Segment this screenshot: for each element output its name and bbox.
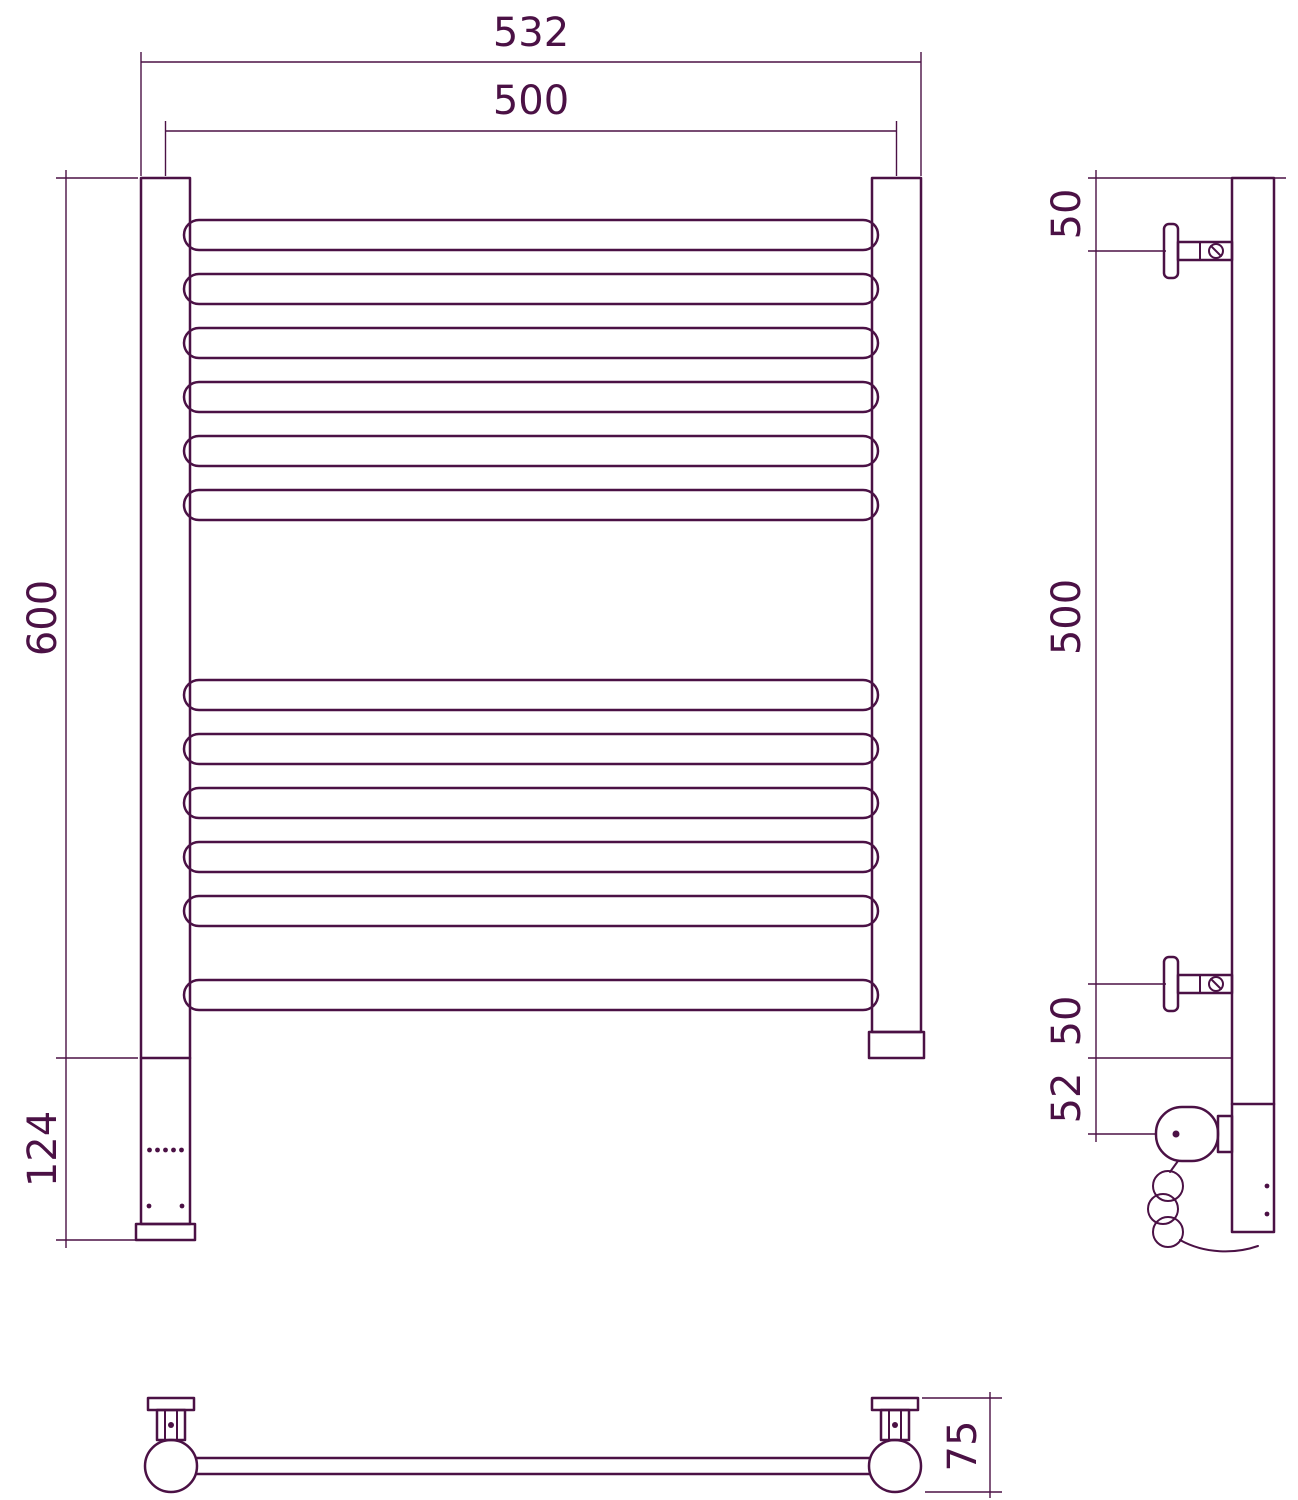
housing-screw-dot	[1264, 1211, 1270, 1217]
power-cord-coil	[1147, 1160, 1259, 1253]
wall-bracket-bottom	[1162, 955, 1234, 1013]
rungs	[182, 218, 880, 1012]
cord-loop	[1152, 1216, 1184, 1248]
wall-bracket-top	[1162, 222, 1234, 280]
dim-label-height: 600	[20, 580, 66, 656]
rung	[182, 978, 880, 1012]
rung	[182, 732, 880, 766]
rung	[182, 840, 880, 874]
dim-label-overall-width: 532	[493, 10, 569, 56]
dim-depth: 75	[922, 1392, 1002, 1498]
dim-label-bottom-offset: 50	[1044, 996, 1090, 1047]
rung	[182, 272, 880, 306]
rung	[182, 380, 880, 414]
housing-screw-dot	[146, 1203, 152, 1209]
dim-label-heater-offset: 52	[1044, 1073, 1090, 1124]
bracket-screw-slot	[1210, 978, 1222, 990]
left-post-tube	[139, 176, 192, 1226]
bracket-right-top-view	[870, 1396, 920, 1442]
cord-loop	[1152, 1170, 1184, 1202]
bracket-screw-dot	[168, 1422, 174, 1428]
right-post-cap	[867, 1030, 926, 1060]
dim-base-height: 124	[20, 1111, 136, 1241]
dim-label-base-height: 124	[20, 1111, 66, 1187]
rung	[182, 434, 880, 468]
bracket-screw-slot	[1210, 245, 1222, 257]
bracket-arm	[1176, 973, 1234, 995]
rung	[182, 488, 880, 522]
front-view: 532 500 600 124	[20, 10, 926, 1248]
dim-axis-width: 500	[164, 78, 898, 176]
dim-label-axis-width: 500	[493, 78, 569, 124]
rung	[182, 678, 880, 712]
side-post-tube	[1230, 176, 1276, 1234]
bracket-body	[879, 1408, 911, 1442]
housing-screw-dot	[1264, 1183, 1270, 1189]
heater-body	[1154, 1105, 1220, 1163]
dim-height: 600	[20, 170, 138, 1248]
right-post	[867, 176, 926, 1060]
heating-element	[1154, 1105, 1234, 1163]
side-post	[1230, 176, 1276, 1234]
bracket-flange	[870, 1396, 920, 1412]
rung	[182, 894, 880, 928]
top-view-bar	[169, 1456, 897, 1476]
dim-label-bracket-span: 500	[1044, 579, 1090, 655]
bracket-screw	[1208, 976, 1224, 992]
dim-overall-width: 532	[140, 10, 922, 176]
top-view: 75	[143, 1392, 1002, 1498]
dim-label-top-offset: 50	[1044, 189, 1090, 240]
post-section-right	[867, 1438, 923, 1494]
rung	[182, 326, 880, 360]
left-post	[134, 176, 197, 1242]
bracket-flange	[1162, 955, 1180, 1013]
control-led-indicators	[147, 1147, 184, 1153]
left-post-base	[134, 1222, 197, 1242]
rung	[182, 218, 880, 252]
bracket-flange	[146, 1396, 196, 1412]
side-view: 50 500 50 52	[1044, 170, 1286, 1253]
post-section-left	[143, 1438, 199, 1494]
bracket-screw	[1208, 243, 1224, 259]
heater-collar	[1216, 1114, 1234, 1154]
cord-loop	[1147, 1193, 1179, 1225]
bracket-flange	[1162, 222, 1180, 280]
rung	[182, 786, 880, 820]
cord-tail	[1179, 1239, 1259, 1253]
bracket-body	[155, 1408, 187, 1442]
dim-label-depth: 75	[940, 1421, 986, 1472]
bracket-left-top-view	[146, 1396, 196, 1442]
housing-screw-dot	[179, 1203, 185, 1209]
bracket-screw-dot	[892, 1422, 898, 1428]
heater-indicator-dot	[1172, 1130, 1180, 1138]
cord-lead	[1169, 1160, 1179, 1173]
bracket-arm	[1176, 240, 1234, 262]
right-post-tube	[870, 176, 923, 1034]
side-dimensions: 50 500 50 52	[1044, 170, 1286, 1142]
